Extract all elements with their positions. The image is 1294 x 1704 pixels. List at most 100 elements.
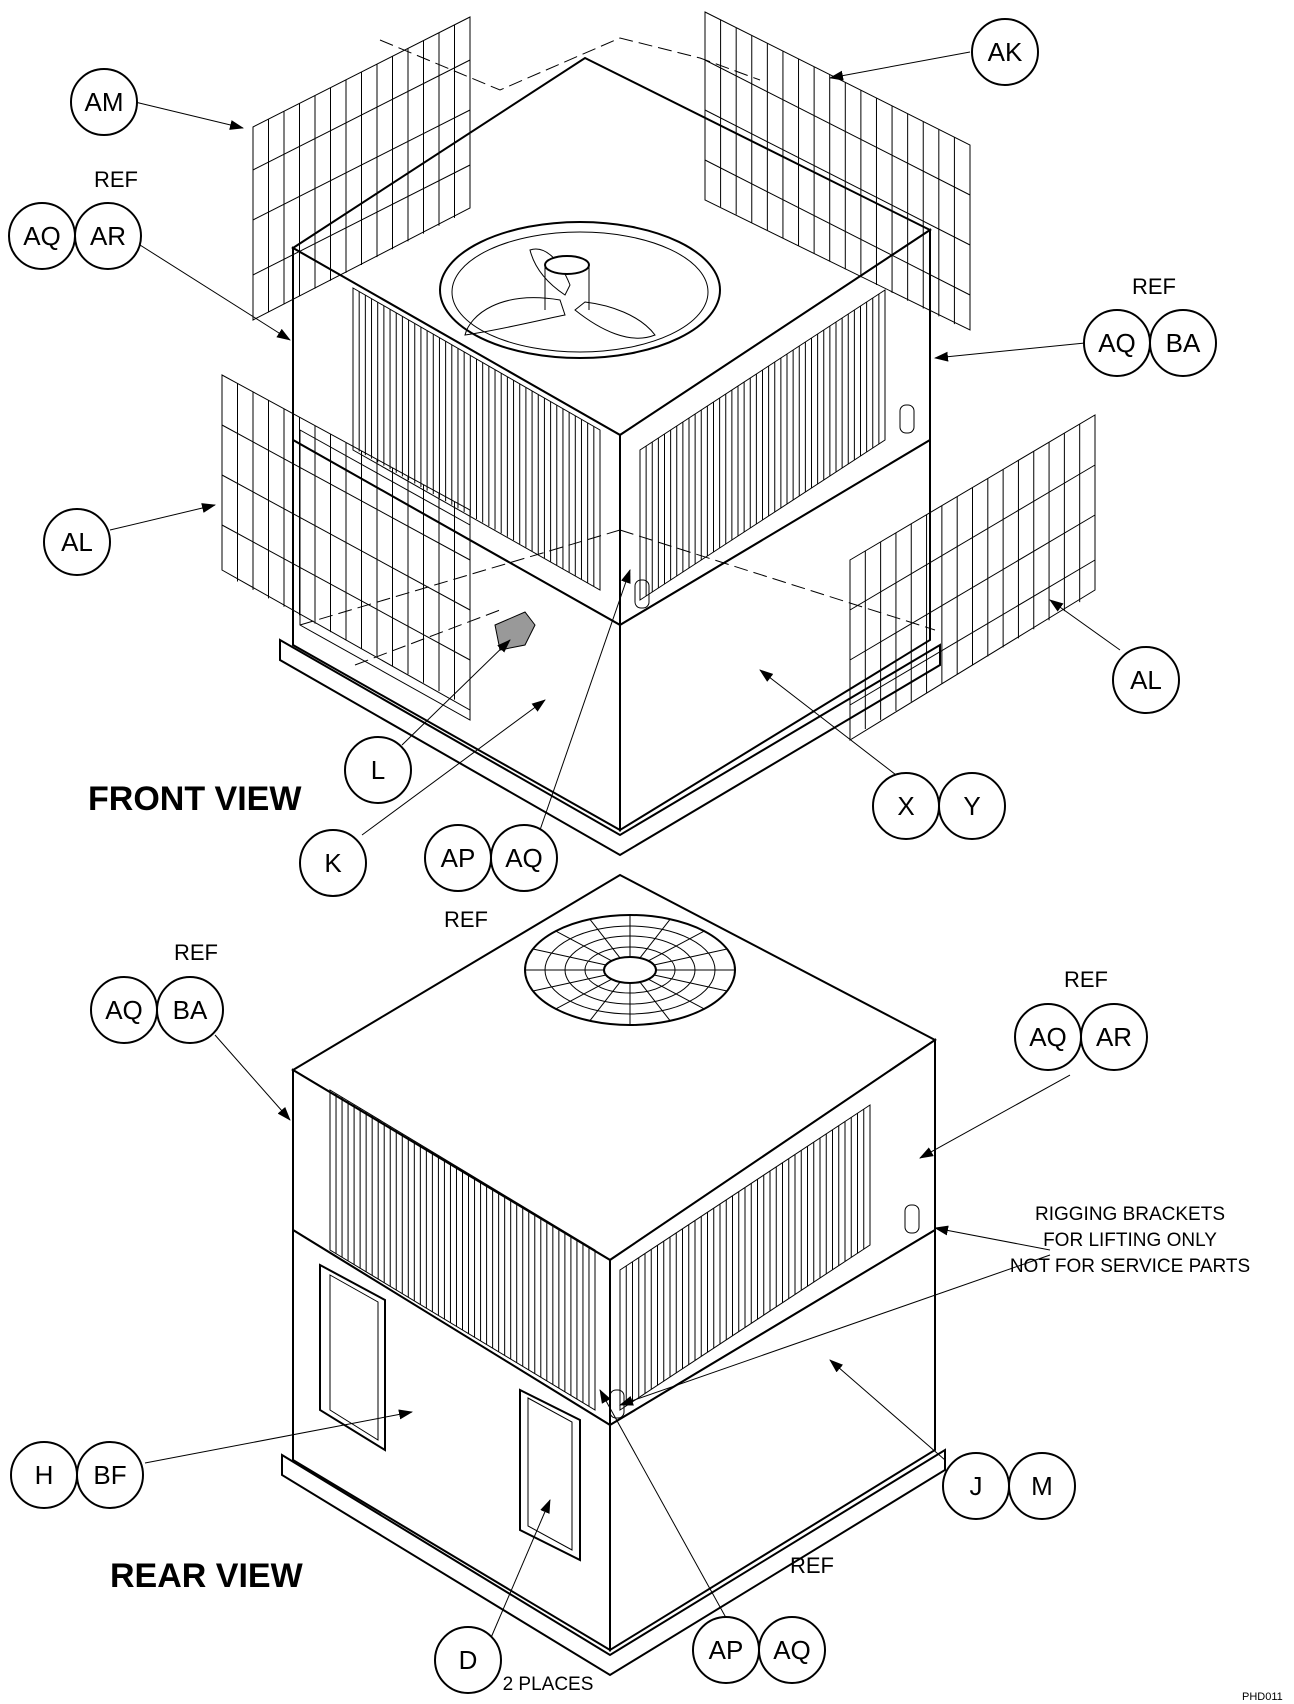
fan-guard-spoke	[639, 918, 671, 959]
fan-guard-spoke	[639, 981, 671, 1022]
callout-al-left: AL	[43, 508, 111, 576]
leader-aq-ar-rear	[919, 1074, 1071, 1159]
callout-ba-rear: BA	[156, 976, 224, 1044]
callout-aq-label: AQ	[23, 221, 61, 251]
grille-ak-wire	[704, 109, 971, 246]
leader-ap-aq-front	[539, 569, 631, 831]
ref-label-front-aq-ba: REF	[1132, 274, 1176, 299]
front-base-rail	[279, 638, 941, 857]
rigging-note-line-1: RIGGING BRACKETS	[1035, 1204, 1225, 1225]
grille-al-left-bars	[237, 383, 455, 700]
grille-al-left-frame	[221, 374, 471, 711]
leader-d	[489, 1499, 551, 1641]
rigging-note-line-2: FOR LIFTING ONLY	[1043, 1230, 1217, 1251]
callout-aq-rear-left: AQ	[90, 976, 158, 1044]
leader-j-m	[829, 1359, 946, 1461]
leader-l	[401, 639, 511, 746]
grille-ak-wire	[704, 159, 971, 296]
fan-guard-spoke	[532, 974, 607, 992]
leader-ak	[829, 51, 971, 81]
rear-duct-opening-return-inner	[329, 1274, 379, 1441]
grille-ak-frame	[704, 11, 971, 331]
callout-x-label: X	[897, 791, 914, 821]
leader-ap-aq-rear	[599, 1389, 731, 1626]
callout-aq-label: AQ	[105, 995, 143, 1025]
ref-label-front-ap-aq: REF	[444, 907, 488, 932]
leader-rigging-1	[934, 1225, 1051, 1251]
callout-ar-label: AR	[90, 221, 126, 251]
grille-al-right-frame	[849, 414, 1096, 741]
drawing-code: PHD011	[1242, 1691, 1283, 1703]
leader-al-right	[1049, 599, 1121, 651]
ref-label-rear-aq-ba: REF	[174, 940, 218, 965]
fan-guard-spoke	[589, 918, 621, 959]
rear-view-title: REAR VIEW	[110, 1557, 304, 1595]
callout-l: L	[344, 736, 412, 804]
front-fan-shroud	[439, 221, 721, 359]
front-fan-hub	[544, 255, 590, 275]
grille-am-bars	[268, 24, 455, 313]
callout-h-label: H	[35, 1460, 54, 1490]
leader-x-y	[759, 669, 901, 779]
ref-label-front-aq-ar: REF	[94, 167, 138, 192]
callout-ar-rear: AR	[1080, 1003, 1148, 1071]
callout-al-label: AL	[1130, 665, 1162, 695]
callout-ar-label: AR	[1096, 1022, 1132, 1052]
rear-duct-opening-supply	[519, 1388, 581, 1562]
callout-aq-front-left: AQ	[8, 202, 76, 270]
grille-ak-bars	[720, 19, 955, 325]
grille-am	[252, 16, 471, 321]
rear-fan-motor-cap	[603, 956, 657, 984]
callout-d-label: D	[459, 1645, 478, 1675]
callout-y: Y	[938, 772, 1006, 840]
rear-rigging-bracket	[904, 1204, 920, 1234]
ref-label-rear-aq-ar: REF	[1064, 967, 1108, 992]
coil-fins	[335, 291, 880, 1407]
callout-l-label: L	[371, 755, 385, 785]
callout-h: H	[10, 1441, 78, 1509]
callout-ap-label: AP	[709, 1635, 744, 1665]
leader-lines	[109, 51, 1121, 1641]
front-dashed-line-2	[619, 529, 936, 631]
callout-aq-label: AQ	[1098, 328, 1136, 358]
rear-duct-opening-supply-inner	[527, 1397, 573, 1551]
callout-j-label: J	[970, 1471, 983, 1501]
callout-bf: BF	[76, 1441, 144, 1509]
rear-duct-opening-return	[319, 1263, 386, 1452]
front-rigging-bracket	[899, 404, 915, 434]
callout-ba-label: BA	[1166, 328, 1201, 358]
front-fan-shroud-inner	[451, 231, 709, 353]
callout-aq-label: AQ	[1029, 1022, 1067, 1052]
front-view-title: FRONT VIEW	[88, 780, 302, 818]
leader-am	[134, 101, 244, 130]
grille-ak-wire	[704, 59, 971, 196]
callout-k: K	[299, 829, 367, 897]
rear-left-coil	[329, 1089, 596, 1411]
callout-d: D	[434, 1626, 502, 1694]
callout-aq-front-right: AQ	[1083, 309, 1151, 377]
grille-al-right	[849, 414, 1096, 741]
callout-aq-label: AQ	[505, 843, 543, 873]
front-fan-blade	[464, 297, 566, 336]
callout-bf-label: BF	[93, 1460, 126, 1490]
callout-aq-rear-right: AQ	[1014, 1003, 1082, 1071]
callout-ap-front: AP	[424, 824, 492, 892]
callout-ar-front: AR	[74, 202, 142, 270]
leader-rigging-2	[619, 1254, 1051, 1406]
front-dashed-line-3	[354, 609, 501, 666]
leader-h-bf	[144, 1409, 413, 1464]
fan-guard-spoke	[555, 930, 612, 962]
rigging-note-line-3: NOT FOR SERVICE PARTS	[1010, 1256, 1250, 1277]
front-fan-blade	[574, 301, 656, 339]
grille-al-right-bars	[864, 424, 1081, 729]
leader-k	[361, 699, 546, 836]
rear-right-lower-panel	[609, 1228, 936, 1652]
callout-k-label: K	[324, 848, 342, 878]
front-rigging-bracket	[634, 579, 650, 609]
leader-aq-ar-front	[139, 244, 291, 341]
callout-m-label: M	[1031, 1471, 1053, 1501]
rear-right-coil	[619, 1104, 871, 1411]
fan-guard-spoke	[589, 981, 621, 1022]
fan-guard-spoke	[653, 948, 728, 966]
callout-aq-rear-bottom: AQ	[758, 1616, 826, 1684]
